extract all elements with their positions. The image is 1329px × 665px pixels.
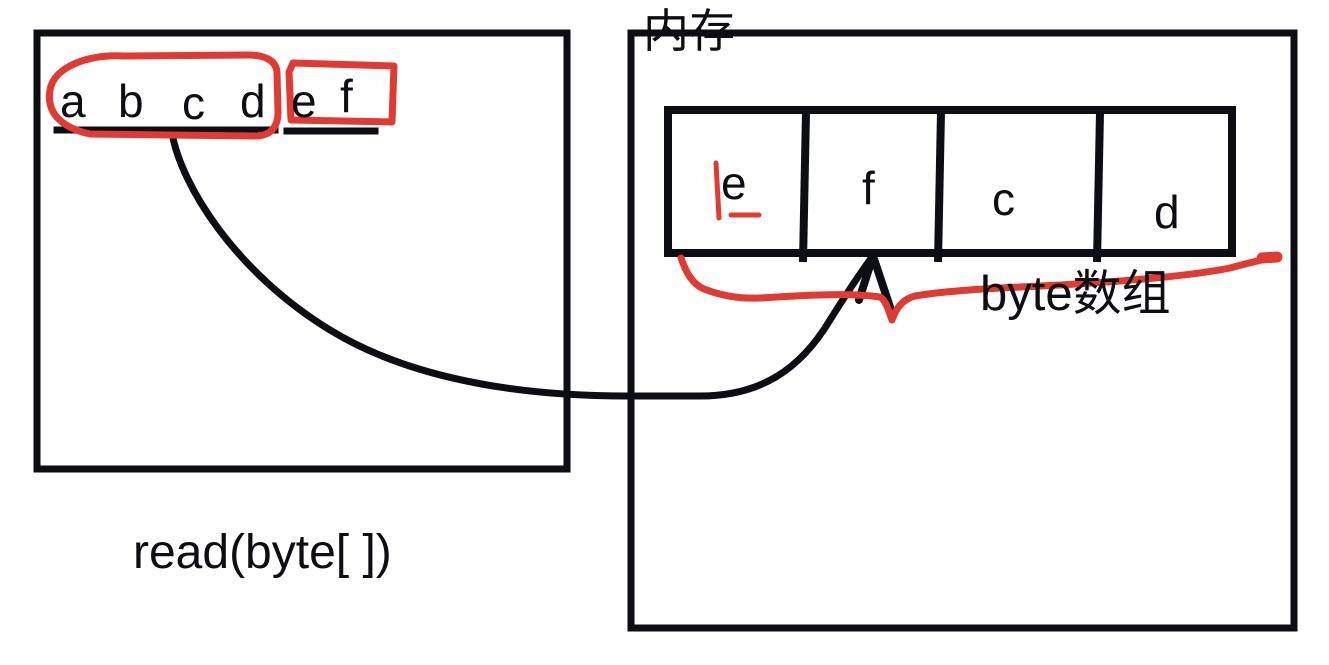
source-letter-e: e — [291, 75, 317, 127]
source-letter-f: f — [340, 70, 353, 122]
memory-box-label: 内存 — [643, 5, 735, 57]
annotation-caret-e — [713, 160, 722, 221]
read-method-caption: read(byte[ ]) — [133, 526, 392, 579]
annotation-underline-byte-array — [677, 254, 1278, 324]
memory-box-outline — [627, 29, 1298, 632]
byte-cell-1-value: f — [862, 162, 875, 214]
byte-array-label: byte数组 — [980, 267, 1171, 321]
byte-cell-2-value: c — [992, 173, 1015, 225]
annotation-rect-ef — [285, 59, 398, 126]
source-letter-c: c — [182, 77, 205, 129]
byte-array-divider-2 — [934, 111, 945, 263]
source-buffer-box-outline — [33, 29, 571, 473]
byte-cell-0-value: e — [721, 157, 747, 209]
byte-cell-3-value: d — [1154, 186, 1180, 238]
annotation-underline-tail-tip — [1256, 251, 1283, 264]
source-letter-a: a — [60, 75, 86, 127]
source-letter-b: b — [118, 75, 144, 127]
byte-array-divider-1 — [799, 111, 810, 263]
read-flow-arrowhead — [855, 252, 897, 320]
annotation-ellipse-abcd — [45, 51, 282, 140]
byte-array-divider-3 — [1093, 111, 1104, 263]
byte-array-outline — [664, 106, 1236, 257]
read-flow-arrow-path — [168, 129, 876, 400]
source-letter-d: d — [240, 75, 266, 127]
